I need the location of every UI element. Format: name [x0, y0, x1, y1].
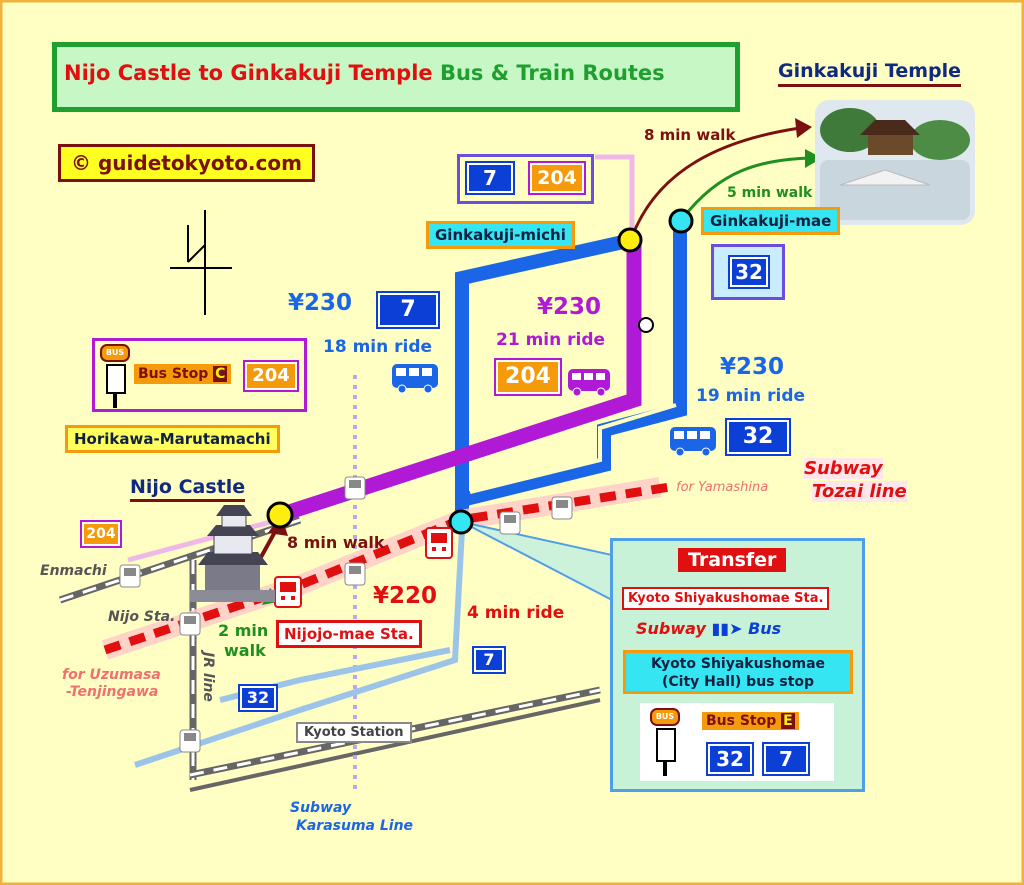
route-badge-7-info[interactable]: 7	[376, 291, 440, 329]
for-uzumasa-label-1: for Uzumasa	[62, 667, 161, 683]
subway-station-icon-nijojo[interactable]	[274, 576, 302, 608]
route-32-fare: ¥230	[720, 354, 785, 380]
intermediate-stop-marker	[638, 317, 654, 333]
route-badge-7-transfer[interactable]: 7	[762, 742, 810, 776]
route-32-line	[460, 222, 687, 507]
route-32-ride: 19 min ride	[696, 386, 806, 406]
route-badge-204-top[interactable]: 204	[528, 161, 586, 195]
transfer-direction: Subway ▮▮➤ Bus	[636, 619, 782, 638]
enmachi-label: Enmachi	[40, 563, 107, 579]
walk-label-nijojo-2: walk	[224, 641, 266, 660]
ginkakuji-mae-callout	[711, 244, 785, 300]
route-badge-204-info[interactable]: 204	[494, 358, 562, 396]
shiyakushomae-stop-marker[interactable]	[448, 509, 474, 535]
stop-ginkakuji-mae[interactable]: Ginkakuji-mae	[701, 207, 841, 235]
stop-horikawa-marutamachi[interactable]: Horikawa-Marutamachi	[65, 425, 280, 453]
title-box	[52, 42, 740, 112]
route-badge-32-top[interactable]: 32	[728, 255, 770, 289]
route-204-fare: ¥230	[537, 294, 602, 320]
for-yamashina-label: for Yamashina	[676, 480, 769, 495]
bus-stop-sign-icon-e: BUS	[650, 708, 680, 778]
walk-label-ginkakuji-mae: 5 min walk	[727, 185, 813, 201]
route-badge-7-top[interactable]: 7	[465, 161, 515, 195]
route-badge-32-info[interactable]: 32	[725, 418, 791, 456]
copyright-badge: © guidetokyoto.com	[58, 144, 315, 182]
jr-line	[58, 516, 601, 792]
walk-label-castle: 8 min walk	[287, 533, 385, 552]
route-204-ride: 21 min ride	[496, 330, 606, 350]
route-badge-32-south[interactable]: 32	[238, 684, 278, 712]
nijo-station-label: Nijo Sta.	[108, 609, 176, 625]
transfer-station: Kyoto Shiyakushomae Sta.	[622, 587, 830, 610]
route-7-line	[455, 233, 634, 522]
for-uzumasa-label-2: -Tenjingawa	[66, 684, 159, 700]
route-badge-32-transfer[interactable]: 32	[706, 742, 754, 776]
stop-ginkakuji-michi[interactable]: Ginkakuji-michi	[426, 221, 575, 249]
bus-stop-e-label: Bus Stop E	[702, 712, 799, 730]
nijo-castle-icon	[190, 505, 275, 602]
nijojo-mae-station-label[interactable]: Nijojo-mae Sta.	[276, 620, 422, 648]
ginkakuji-michi-stop-marker[interactable]	[617, 227, 643, 253]
subway-station-icon-shiyakushomae[interactable]	[425, 527, 453, 559]
route-badge-7-south[interactable]: 7	[472, 646, 506, 674]
horikawa-stop-marker[interactable]	[266, 501, 294, 529]
bus-stop-c-label: Bus Stop C	[134, 364, 232, 384]
subway-fare: ¥220	[373, 583, 438, 609]
route-badge-204-left[interactable]: 204	[80, 520, 122, 548]
kyoto-station-label: Kyoto Station	[296, 722, 412, 743]
walk-label-nijojo-1: 2 min	[218, 621, 269, 640]
route-badge-204-stop-c[interactable]: 204	[243, 360, 299, 392]
walk-arrow-ginkakuji-mae	[681, 156, 811, 219]
walk-label-ginkakuji-michi: 8 min walk	[644, 126, 736, 144]
bus-icon-204	[568, 369, 610, 397]
bus-icon-32	[670, 427, 716, 457]
arrow-right-icon: ▮▮➤	[711, 619, 743, 638]
ginkakuji-temple-label: Ginkakuji Temple	[778, 60, 962, 87]
nijo-castle-label: Nijo Castle	[130, 476, 246, 502]
bus-icon-7	[392, 364, 438, 394]
karasuma-label-1: Subway	[290, 800, 352, 816]
train-station-icons	[119, 476, 573, 753]
transfer-stop-box: Kyoto Shiyakushomae (City Hall) bus stop	[623, 650, 853, 694]
ginkakuji-mae-stop-marker[interactable]	[668, 208, 694, 234]
tozai-label-2: Tozai line	[812, 481, 907, 502]
route-7-fare: ¥230	[288, 290, 353, 316]
page-title: Nijo Castle to Ginkakuji Temple Bus & Tr…	[64, 61, 665, 85]
ginkakuji-photo	[815, 100, 975, 225]
jr-line-label: JR line	[200, 652, 216, 702]
subway-ride: 4 min ride	[467, 603, 565, 623]
karasuma-label-2: Karasuma Line	[296, 818, 414, 834]
north-arrow-icon	[170, 210, 232, 315]
tozai-label-1: Subway	[804, 458, 883, 479]
route-204-line	[277, 238, 642, 523]
walk-arrow-ginkakuji-michi	[632, 126, 801, 233]
route-7-ride: 18 min ride	[323, 337, 433, 357]
transfer-title: Transfer	[678, 548, 787, 572]
bus-stop-sign-icon-c: BUS	[100, 344, 130, 408]
